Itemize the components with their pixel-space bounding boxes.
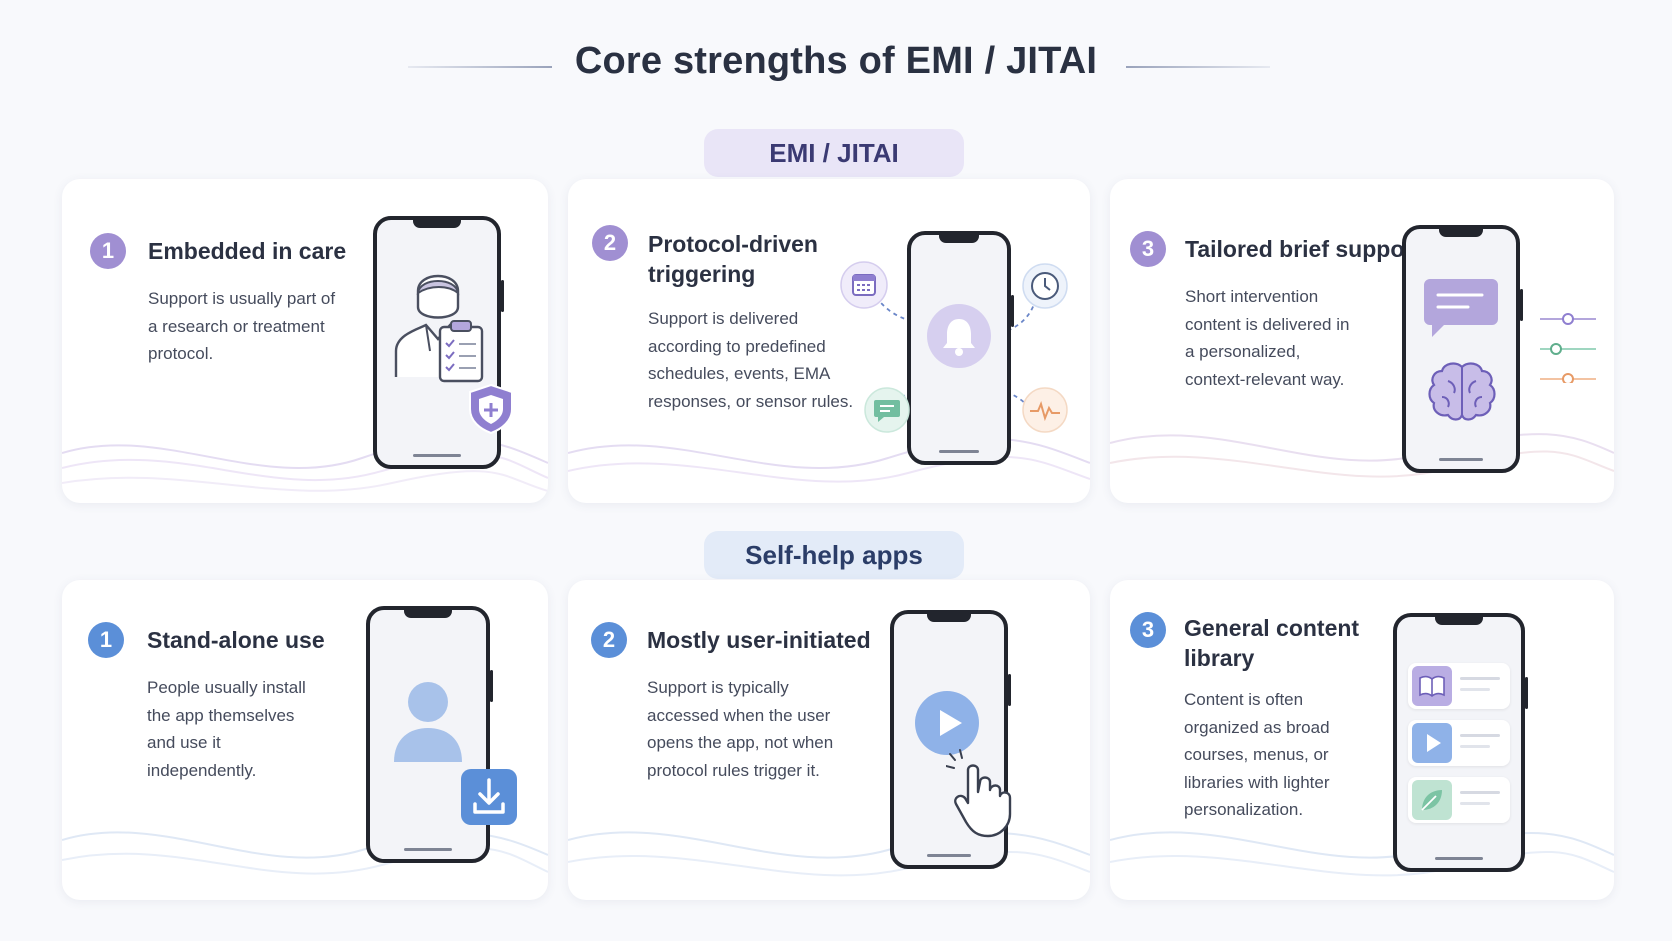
shield-icon [469, 383, 513, 435]
card-description: Support is usually part of a research or… [148, 289, 336, 363]
card-stand-alone-use: 1 Stand-alone use People usually install… [62, 580, 548, 900]
card-description: Content is often organized as broad cour… [1184, 690, 1330, 819]
card-description: Short intervention content is delivered … [1185, 287, 1350, 389]
card-title: Stand-alone use [147, 627, 325, 653]
card-title: Embedded in care [148, 238, 347, 264]
play-icon [915, 691, 979, 755]
step-number-badge: 2 [591, 622, 627, 658]
step-number-badge: 3 [1130, 612, 1166, 648]
calendar-icon [840, 261, 888, 309]
card-title: Tailored brief support [1185, 236, 1421, 262]
card-title: Protocol-driven triggering [648, 231, 818, 287]
wave-decoration [568, 437, 1090, 483]
card-mostly-user-initiated: 2 Mostly user-initiated Support is typic… [568, 580, 1090, 900]
card-general-content-library: 3 General content library Content is oft… [1110, 580, 1614, 900]
clipboard-icon [438, 320, 484, 383]
message-icon [1424, 279, 1498, 337]
title-line-left [408, 66, 552, 68]
card-protocol-driven-triggering: 2 Protocol-driven triggering Support is … [568, 179, 1090, 503]
card-embedded-in-care: 1 Embedded in care Support is usually pa… [62, 179, 548, 503]
step-number-badge: 3 [1130, 231, 1166, 267]
book-icon [1412, 666, 1452, 706]
step-number-badge: 2 [592, 225, 628, 261]
clock-icon [1022, 263, 1068, 309]
wave-decoration [1110, 433, 1614, 478]
card-tailored-brief-support: 3 Tailored brief support Short intervent… [1110, 179, 1614, 503]
page-title: Core strengths of EMI / JITAI [574, 40, 1098, 82]
step-number-badge: 1 [90, 233, 126, 269]
user-icon [394, 682, 462, 762]
chat-icon [864, 387, 910, 433]
title-line-right [1126, 66, 1270, 68]
hand-pointer-icon [946, 749, 1012, 838]
card-description: Support is typically accessed when the u… [647, 678, 834, 780]
play-icon [1412, 723, 1452, 763]
library-item [1408, 777, 1510, 823]
card-title: Mostly user-initiated [647, 627, 871, 653]
bell-icon [927, 304, 991, 368]
card-description: Support is delivered according to predef… [648, 309, 854, 411]
wave-decoration [62, 831, 548, 875]
card-description: People usually install the app themselve… [147, 678, 306, 780]
sliders-icon [1540, 313, 1596, 383]
wave-decoration [568, 831, 1090, 877]
download-icon [461, 769, 517, 825]
section-label-emi: EMI / JITAI [704, 129, 964, 177]
step-number-badge: 1 [88, 622, 124, 658]
library-item [1408, 663, 1510, 709]
brain-icon [1428, 362, 1496, 421]
library-item [1408, 720, 1510, 766]
leaf-icon [1412, 780, 1452, 820]
card-title: General content library [1184, 615, 1360, 671]
phone-mockup [1402, 225, 1523, 473]
section-label-selfhelp: Self-help apps [704, 531, 964, 579]
pulse-icon [1022, 387, 1068, 433]
